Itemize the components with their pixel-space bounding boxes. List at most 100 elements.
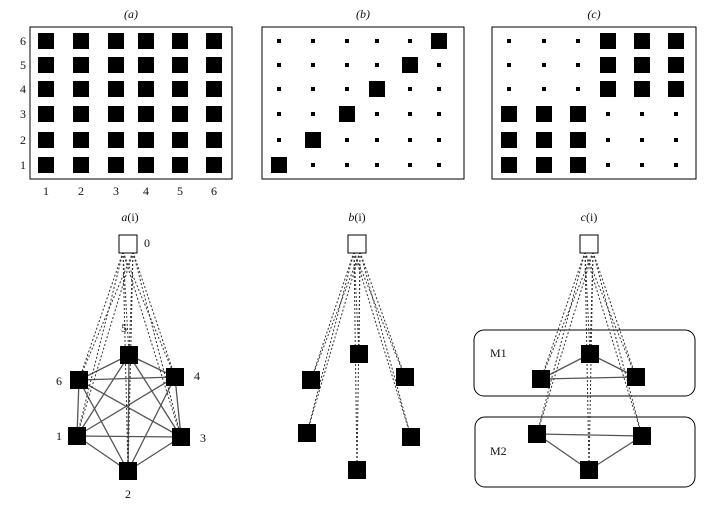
matrix-cell-filled (73, 33, 89, 49)
matrix-cell-dot (311, 112, 315, 116)
matrix-cell-dot (345, 39, 349, 43)
matrix-cell-dot (375, 112, 379, 116)
matrix-cell-dot (507, 63, 511, 67)
graph-node (528, 425, 546, 443)
row-label: 2 (20, 133, 26, 147)
matrix-cell-filled (73, 57, 89, 73)
matrix-cell-dot (311, 87, 315, 91)
graph-node (633, 427, 651, 445)
dashed-edge (306, 251, 361, 434)
matrix-cell-filled (570, 157, 586, 173)
root-label: 0 (144, 236, 150, 250)
matrix-cell-filled (600, 33, 616, 49)
dashed-edge (353, 251, 406, 378)
graph-node (172, 428, 190, 446)
matrix-cell-dot (375, 138, 379, 142)
node-label: 1 (56, 429, 62, 443)
matrix-cell-filled (138, 33, 154, 49)
matrix-cell-dot (507, 87, 511, 91)
solid-edge (128, 354, 182, 438)
matrix-cell-filled (38, 81, 54, 97)
dashed-edge (536, 251, 586, 435)
matrix-cell-dot (437, 112, 441, 116)
panel-frame (29, 26, 233, 180)
matrix-cell-filled (73, 157, 89, 173)
module-box-m2 (474, 416, 696, 488)
solid-edge (127, 376, 176, 472)
graph-title: a(i) (121, 210, 138, 224)
dashed-edge (310, 251, 361, 381)
matrix-cell-filled (138, 106, 154, 122)
matrix-cell-filled (38, 132, 54, 148)
matrix-cell-dot (375, 163, 379, 167)
dashed-edge (122, 251, 182, 438)
dashed-edge (132, 251, 182, 438)
matrix-cell-dot (576, 63, 580, 67)
matrix-cell-dot (408, 87, 412, 91)
matrix-cell-filled (570, 132, 586, 148)
matrix-cell-filled (668, 81, 684, 97)
solid-edge (127, 354, 130, 472)
panel-frame (491, 26, 697, 180)
matrix-cell-filled (431, 33, 447, 49)
solid-edge (174, 376, 182, 438)
matrix-cell-filled (108, 106, 124, 122)
row-label: 4 (20, 82, 26, 96)
solid-edge (76, 379, 80, 437)
graph-node (396, 368, 414, 386)
dashed-edge (584, 251, 643, 437)
matrix-cell-filled (108, 81, 124, 97)
graph-node (581, 345, 599, 363)
matrix-cell-dot (408, 138, 412, 142)
matrix-panel-b: (b) (261, 7, 465, 180)
graph-node (348, 461, 366, 479)
matrix-cell-filled (668, 57, 684, 73)
solid-edge (78, 376, 176, 381)
dashed-edge (128, 251, 134, 356)
dashed-edge (78, 251, 124, 381)
root-node (579, 234, 599, 254)
matrix-cell-dot (542, 39, 546, 43)
panel-title: (a) (124, 7, 138, 21)
matrix-cell-filled (271, 157, 287, 173)
matrix-cell-filled (570, 106, 586, 122)
matrix-cell-dot (542, 87, 546, 91)
matrix-cell-dot (375, 39, 379, 43)
matrix-cell-dot (606, 163, 610, 167)
dashed-edge (540, 251, 586, 380)
matrix-cell-dot (277, 138, 281, 142)
matrix-cell-dot (375, 63, 379, 67)
matrix-cell-dot (640, 163, 644, 167)
matrix-cell-dot (345, 163, 349, 167)
matrix-cell-dot (640, 112, 644, 116)
matrix-cell-filled (38, 157, 54, 173)
panel-title: (c) (587, 7, 600, 21)
matrix-cell-dot (640, 138, 644, 142)
matrix-cell-filled (138, 57, 154, 73)
matrix-cell-dot (674, 163, 678, 167)
panel-frame (261, 26, 465, 180)
dashed-edge (122, 251, 130, 356)
matrix-cell-dot (277, 87, 281, 91)
root-node (118, 234, 138, 254)
graph-node (119, 462, 137, 480)
dashed-edge (122, 251, 176, 378)
dashed-edge (353, 251, 412, 438)
matrix-cell-dot (437, 87, 441, 91)
node-label: 2 (125, 487, 131, 501)
matrix-cell-filled (108, 33, 124, 49)
matrix-cell-filled (206, 132, 222, 148)
col-label: 4 (143, 184, 149, 198)
matrix-cell-filled (339, 106, 355, 122)
matrix-cell-filled (501, 157, 517, 173)
solid-edge (78, 379, 129, 472)
matrix-cell-dot (311, 63, 315, 67)
dashed-edge (359, 251, 412, 438)
matrix-cell-filled (305, 132, 321, 148)
col-label: 1 (43, 184, 49, 198)
dashed-edge (584, 251, 591, 355)
matrix-cell-filled (634, 81, 650, 97)
matrix-cell-filled (138, 81, 154, 97)
